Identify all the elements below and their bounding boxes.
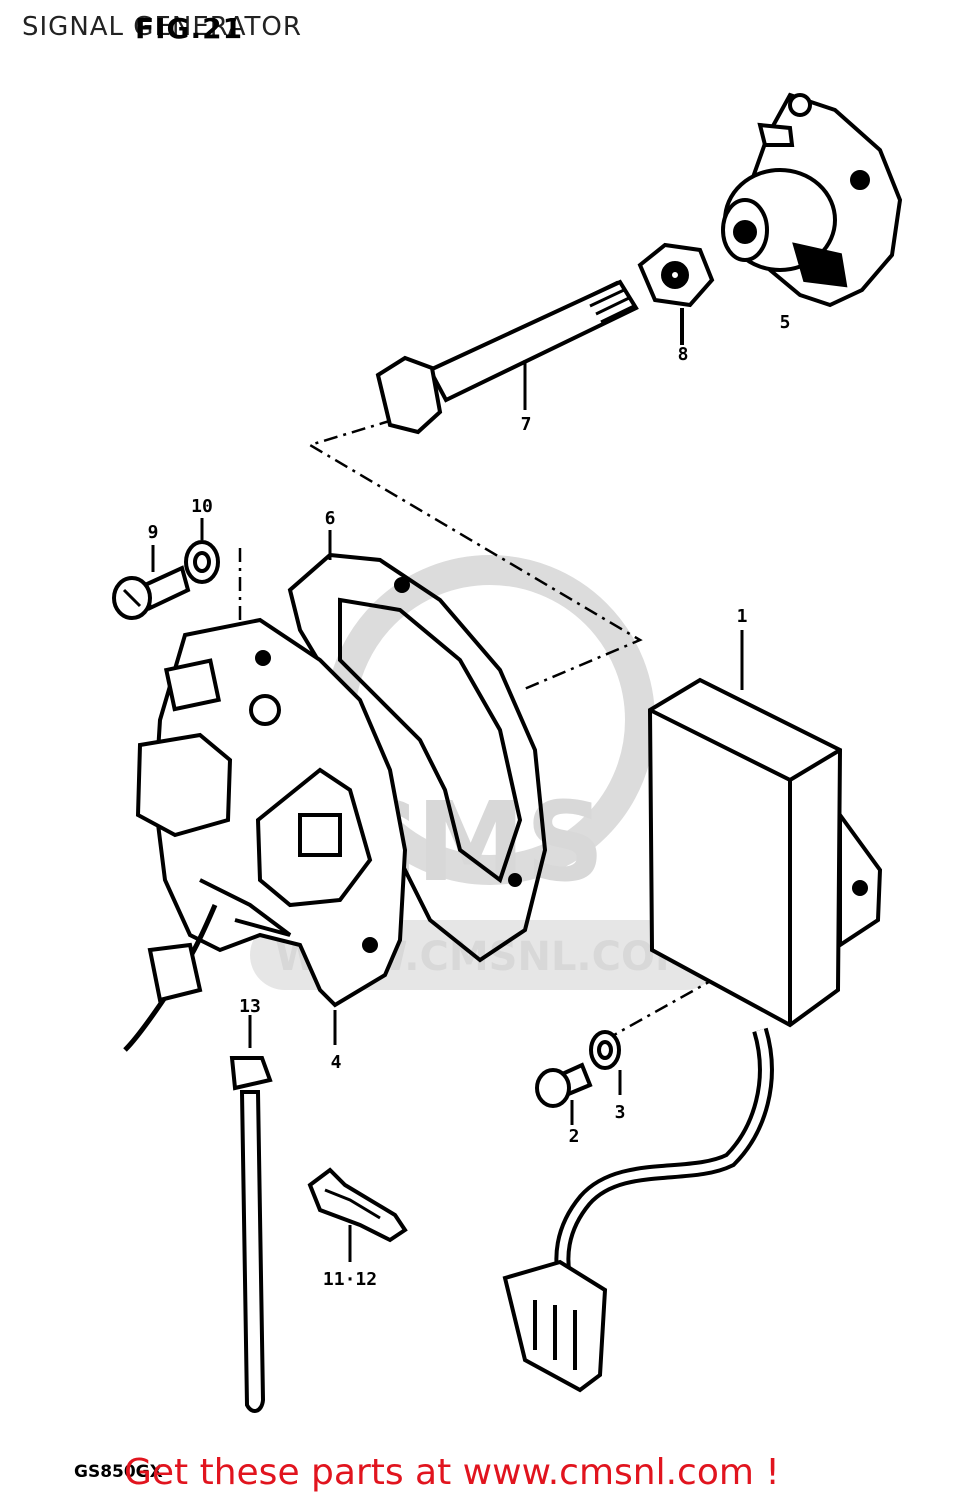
callout-13: 13 [239, 996, 261, 1017]
callout-3: 3 [615, 1102, 626, 1123]
screw-part-2 [535, 1062, 593, 1125]
callout-9: 9 [148, 522, 159, 543]
signal-rotor-part-5 [721, 92, 903, 308]
leader-bolt-to-plate [306, 418, 643, 692]
nut-part-8 [637, 242, 715, 345]
callout-5: 5 [780, 312, 791, 333]
washer-part-3 [589, 1030, 622, 1095]
model-code: GS850GX [74, 1462, 163, 1482]
bolt-part-7 [375, 279, 639, 435]
washer-part-10 [184, 518, 220, 584]
callout-numbers: 1 2 3 4 5 6 7 8 9 10 11·12 13 [148, 312, 791, 1290]
figure-number: FIG.21 [135, 12, 244, 45]
callout-8: 8 [678, 344, 689, 365]
callout-10: 10 [191, 496, 213, 517]
clamp-part-11-12 [307, 1167, 408, 1262]
callout-7: 7 [521, 414, 532, 435]
cable-tie-part-13 [229, 1015, 273, 1413]
screw-part-9 [112, 545, 191, 620]
gasket-part-6 [287, 530, 548, 963]
callout-1: 1 [737, 606, 748, 627]
stator-plate-part-4 [123, 617, 408, 1052]
parts-shop-link[interactable]: Get these parts at www.cmsnl.com ! [124, 1452, 780, 1493]
callout-2: 2 [569, 1126, 580, 1147]
igniter-unit-part-1 [502, 630, 883, 1393]
callout-4: 4 [331, 1052, 342, 1073]
page-title: SIGNAL GENERATOR [22, 12, 302, 42]
callout-6: 6 [325, 508, 336, 529]
callout-11-12: 11·12 [323, 1269, 377, 1290]
